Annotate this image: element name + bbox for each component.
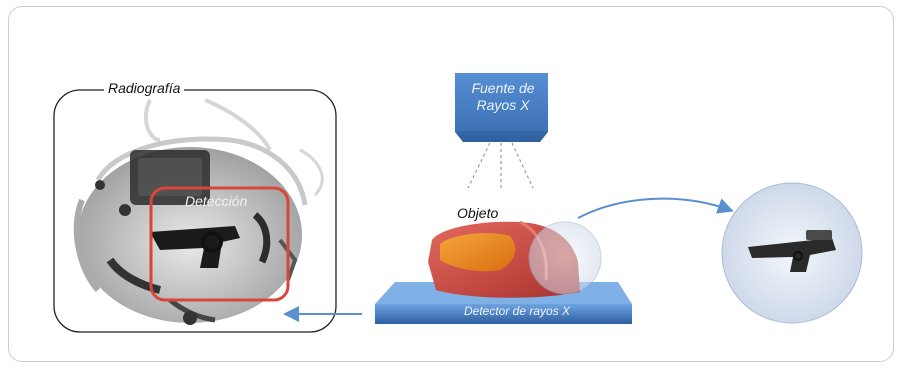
objeto-label: Objeto	[457, 205, 499, 221]
xray-source-label: Fuente de Rayos X	[458, 80, 548, 114]
radiografia-label: Radiografía	[104, 80, 185, 96]
xray-source-label-line2: Rayos X	[476, 97, 530, 113]
detector-label: Detector de rayos X	[464, 304, 571, 318]
arrow-to-zoom	[577, 197, 734, 219]
deteccion-label: Detección	[185, 193, 248, 209]
xray-bag-image	[73, 98, 324, 325]
xray-source-label-line1: Fuente de	[471, 80, 535, 96]
zoom-circle	[721, 182, 863, 324]
xray-source	[455, 73, 548, 142]
handgun-icon	[748, 230, 836, 272]
detection-box	[149, 186, 290, 302]
radiografia-panel	[53, 89, 337, 333]
magnifier-lens	[528, 221, 602, 295]
xray-beams	[467, 142, 534, 189]
